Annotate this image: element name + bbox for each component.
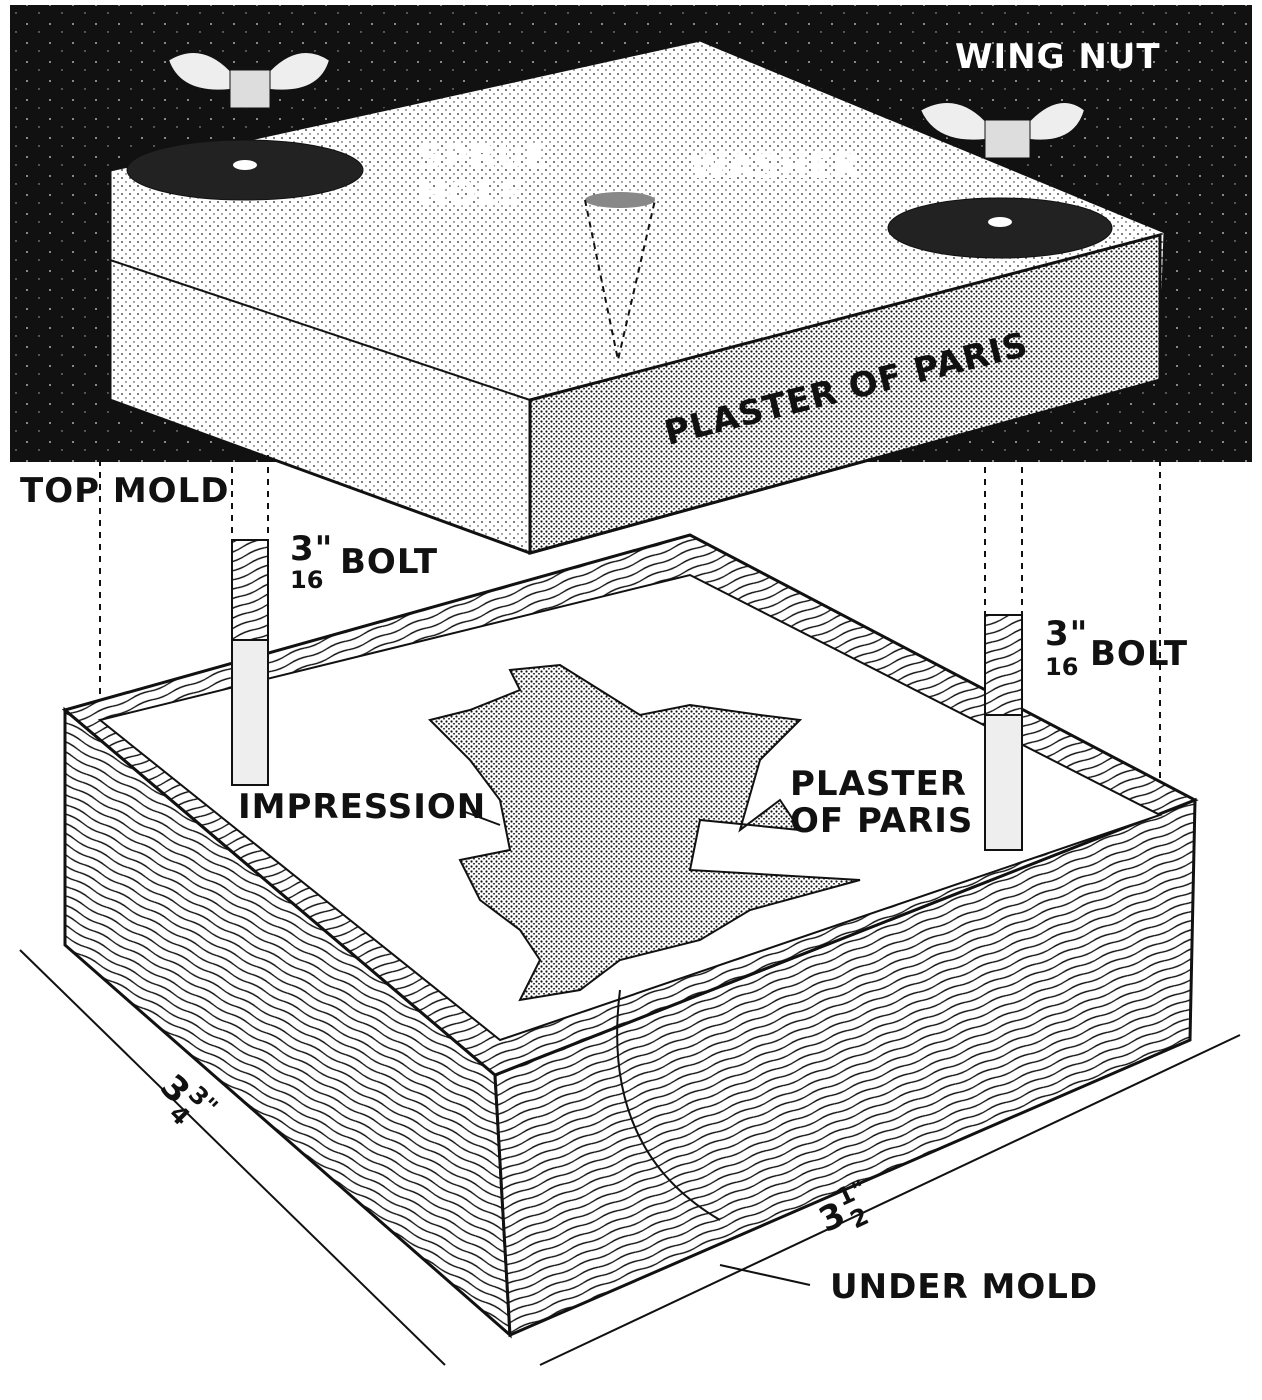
label-plaster-under-line1: PLASTER	[790, 764, 967, 804]
label-bolt-right-word: BOLT	[1090, 634, 1188, 674]
wing-nut-right	[918, 101, 1087, 159]
dimension-lines	[19, 809, 1241, 1366]
label-bolt-left-den: 16	[290, 566, 323, 594]
label-top-mold: TOP MOLD	[20, 471, 229, 511]
label-sprue-line2: HOLE	[418, 174, 524, 214]
label-plaster-under-line2: OF PARIS	[790, 801, 973, 841]
top-mold	[108, 38, 1167, 555]
under-mold-box	[61, 533, 1199, 1339]
label-impression: IMPRESSION	[238, 787, 486, 827]
label-sprue-line1: SPRUE	[418, 137, 549, 177]
label-washer: WASHER	[690, 147, 861, 187]
bolt-right	[984, 614, 1023, 851]
impression	[428, 663, 861, 1002]
label-wing-nut: WING NUT	[955, 37, 1161, 77]
label-bolt-right-den: 16	[1045, 653, 1078, 681]
wing-nut-left	[166, 51, 332, 109]
label-bolt-right-num: 3"	[1045, 614, 1088, 654]
label-bolt-left-num: 3"	[290, 529, 333, 569]
label-bolt-left-word: BOLT	[340, 542, 438, 582]
bolt-left	[231, 539, 269, 786]
washer-right	[887, 197, 1113, 259]
label-under-mold: UNDER MOLD	[830, 1267, 1098, 1307]
sprue-hole	[585, 192, 655, 208]
